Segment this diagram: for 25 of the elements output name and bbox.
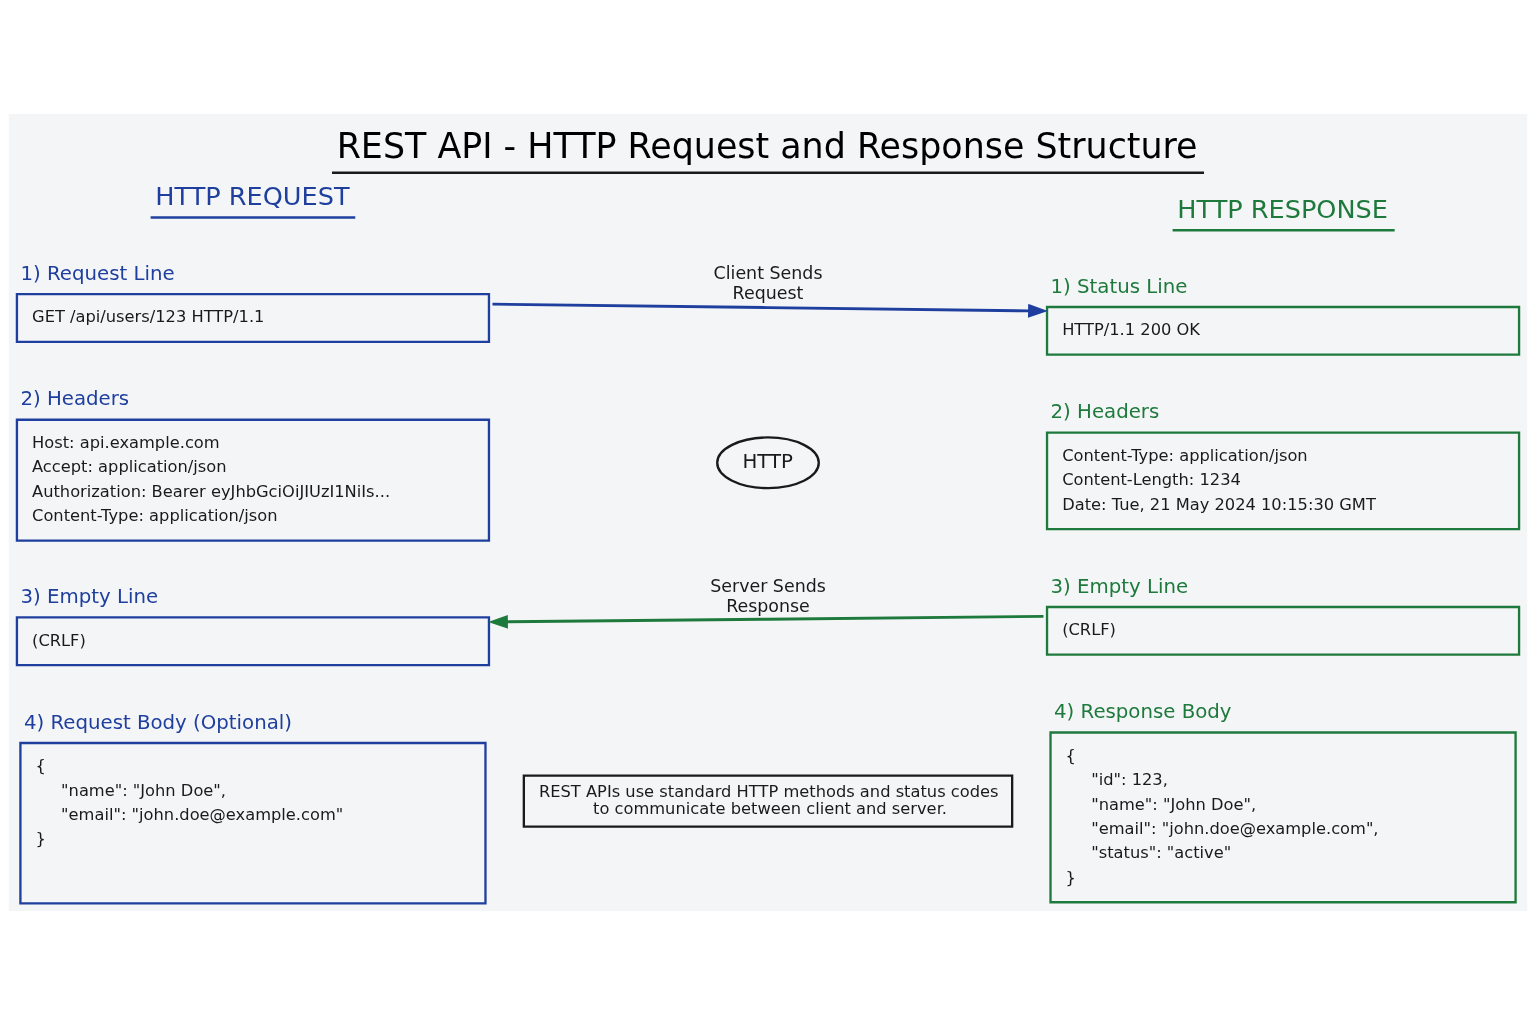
node-ellipse: HTTP xyxy=(716,435,820,489)
node-label: 3) Empty Line xyxy=(1050,574,1189,598)
node-label: 4) Response Body xyxy=(1054,699,1232,723)
node-label: 1) Request Line xyxy=(20,261,175,285)
node-box: Content-Type: application/json Content-Length: 1234 Date: Tue, 21 May 2024 10:15:30 GMT xyxy=(1045,430,1521,530)
node-label: 3) Empty Line xyxy=(20,584,159,608)
edge-label: Client Sends Request xyxy=(713,262,823,303)
node-box: GET /api/users/123 HTTP/1.1 xyxy=(15,292,491,343)
diagram-title: REST API - HTTP Request and Response Structure xyxy=(336,125,1198,166)
arrow xyxy=(488,614,1044,629)
node-box: (CRLF) xyxy=(1045,605,1521,656)
node-box: REST APIs use standard HTTP methods and status codes to communicate between client and server. xyxy=(522,773,1014,828)
node-box: HTTP/1.1 200 OK xyxy=(1045,305,1521,356)
node-box: Host: api.example.com Accept: application/json Authorization: Bearer eyJhbGciOiJIUzI1NiIs... Content-Type: application/json xyxy=(15,418,491,542)
label: HTTP RESPONSE xyxy=(1177,193,1388,224)
node-label: 2) Headers xyxy=(20,386,130,410)
edge-label: Server Sends Response xyxy=(710,575,826,616)
node-box: { "name": "John Doe", "email": "john.doe@example.com" } xyxy=(19,741,487,905)
node-label: 2) Headers xyxy=(1050,399,1160,423)
node-box: (CRLF) xyxy=(15,615,491,666)
label: HTTP REQUEST xyxy=(155,180,350,211)
node-label: 4) Request Body (Optional) xyxy=(23,710,293,734)
arrow xyxy=(492,302,1048,318)
node-box: { "id": 123, "name": "John Doe", "email": "john.doe@example.com", "status": "active" } xyxy=(1049,730,1517,903)
node-label: 1) Status Line xyxy=(1050,274,1188,298)
